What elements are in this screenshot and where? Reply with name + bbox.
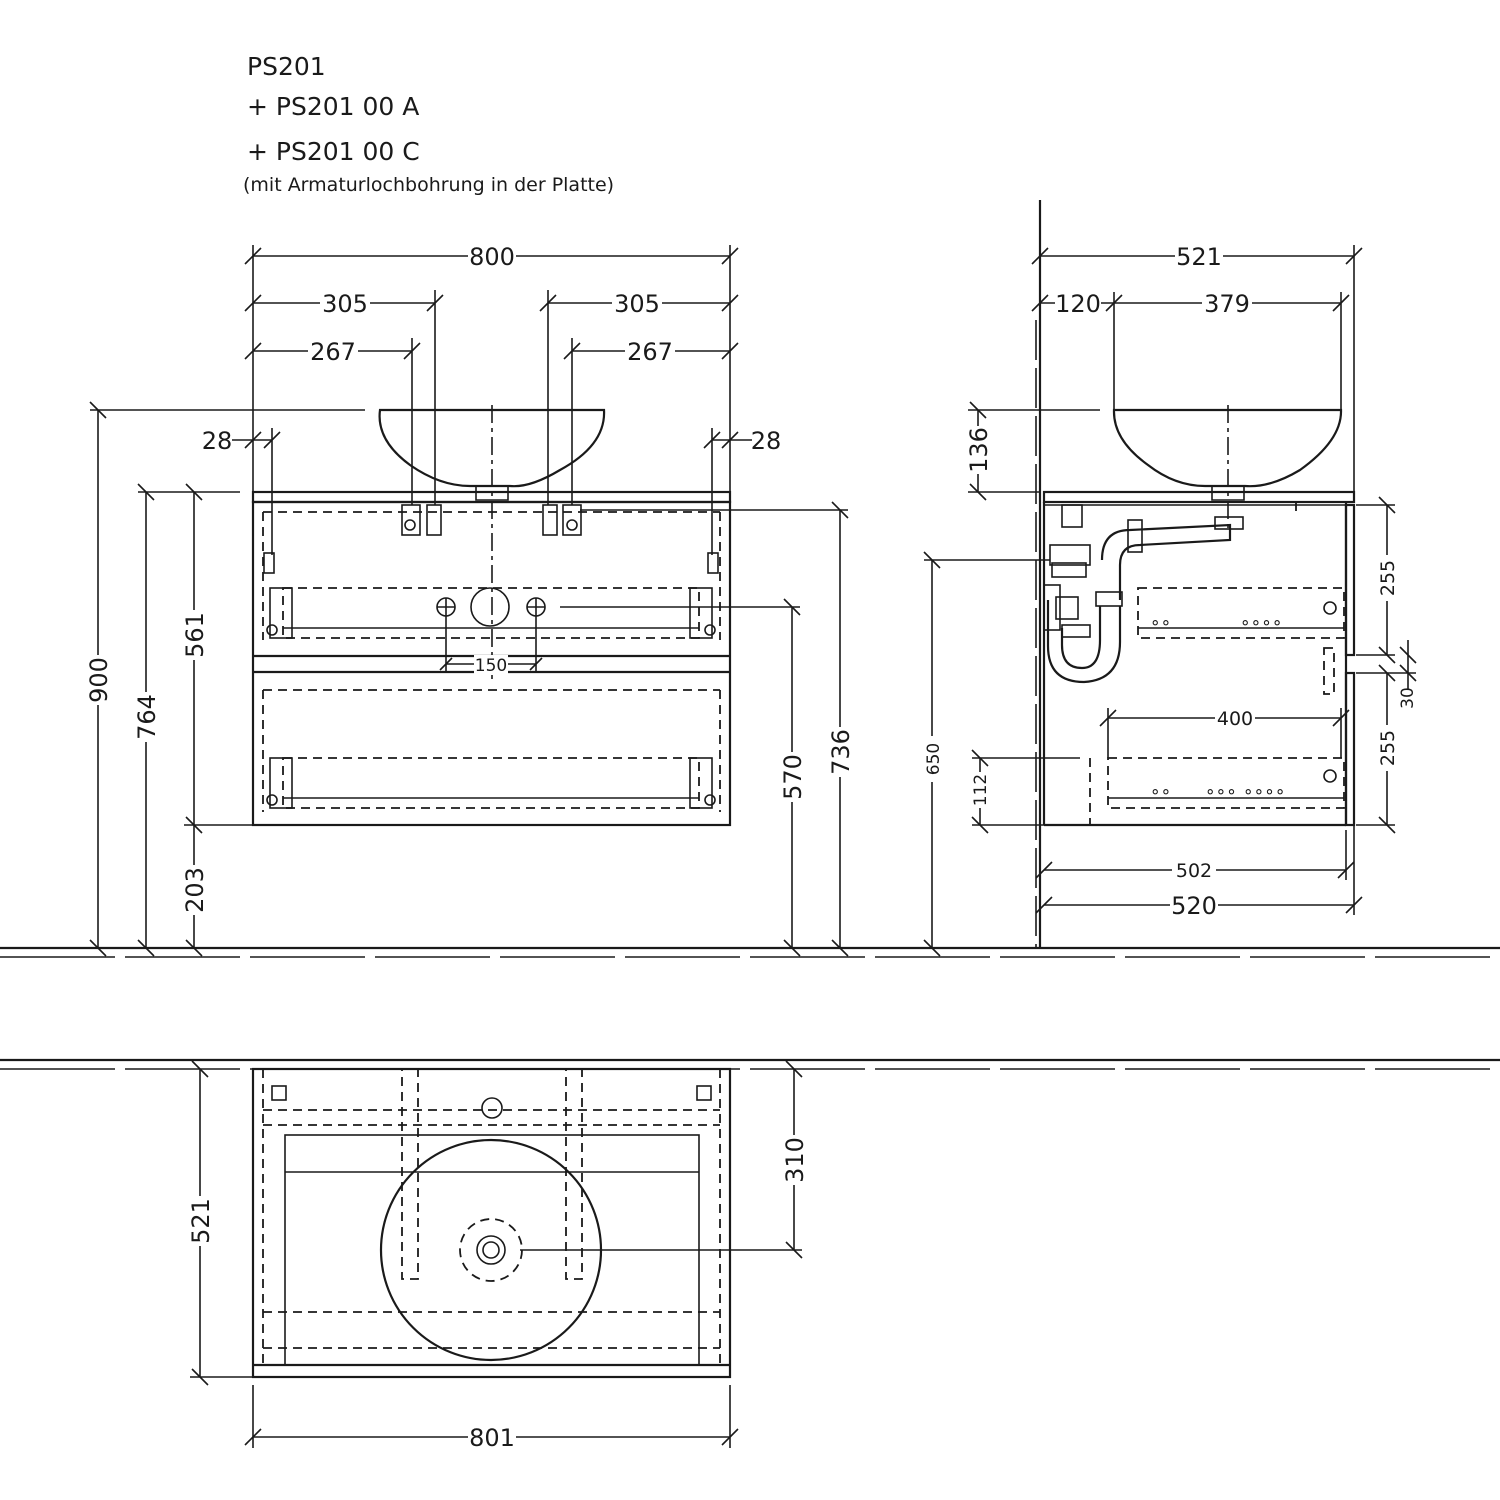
dim-521-side: 521 <box>1176 243 1222 271</box>
side-dimensions: 521 120 379 136 650 112 <box>922 242 1418 957</box>
dim-502: 502 <box>1176 860 1212 882</box>
dim-255-top: 255 <box>1377 560 1399 596</box>
side-drawer-holes-bottom-left: ∘∘ <box>1150 782 1171 802</box>
dim-900: 900 <box>85 657 113 703</box>
title-ps201-00-c: + PS201 00 C <box>247 137 420 166</box>
side-siphon <box>1100 523 1232 600</box>
dim-136: 136 <box>965 427 993 473</box>
top-view <box>251 1067 732 1379</box>
side-basin <box>1112 408 1343 488</box>
front-view <box>251 245 732 827</box>
dim-736: 736 <box>827 729 855 775</box>
dim-305-right: 305 <box>614 290 660 318</box>
dim-203: 203 <box>181 867 209 913</box>
dim-267-left: 267 <box>310 338 356 366</box>
front-cabinet <box>251 500 732 827</box>
dim-570: 570 <box>779 754 807 800</box>
dim-267-right: 267 <box>627 338 673 366</box>
dim-28-right: 28 <box>751 427 782 455</box>
side-view: ∘∘∘∘ ∘∘ ∘∘ ∘∘∘ ∘∘∘∘ <box>1035 200 1356 948</box>
dim-764: 764 <box>133 694 161 740</box>
front-dimensions: 800 305 305 267 267 28 28 <box>84 242 855 957</box>
dim-800: 800 <box>469 243 515 271</box>
front-drain-hole <box>470 587 510 627</box>
title-ps201-00-a: + PS201 00 A <box>247 92 419 121</box>
dim-310: 310 <box>781 1137 809 1183</box>
title-ps201: PS201 <box>247 52 326 81</box>
top-dimensions: 521 310 801 <box>186 1060 809 1452</box>
dim-400: 400 <box>1217 708 1253 730</box>
title-note: (mit Armaturlochbohrung in der Platte) <box>243 174 614 196</box>
front-basin <box>378 408 606 488</box>
dim-520: 520 <box>1171 892 1217 920</box>
wall-line-lower <box>0 1058 1500 1070</box>
side-drawer-holes-top-left: ∘∘ <box>1150 613 1171 633</box>
dim-801: 801 <box>469 1424 515 1452</box>
side-drawer-holes-bottom-right: ∘∘∘∘ <box>1243 782 1286 802</box>
side-countertop <box>1042 490 1356 504</box>
dim-255-bottom: 255 <box>1377 730 1399 766</box>
dim-28-left: 28 <box>202 427 233 455</box>
dim-120: 120 <box>1055 290 1101 318</box>
dim-650: 650 <box>924 743 944 775</box>
dim-521-top: 521 <box>187 1198 215 1244</box>
side-drawer-holes-bottom-mid: ∘∘∘ <box>1205 782 1237 802</box>
dim-305-left: 305 <box>322 290 368 318</box>
side-drawer-holes-top: ∘∘∘∘ <box>1240 613 1283 633</box>
dim-30: 30 <box>1398 687 1418 709</box>
dim-112: 112 <box>971 774 991 806</box>
dim-150: 150 <box>475 656 507 676</box>
dim-561: 561 <box>181 612 209 658</box>
top-cabinet <box>251 1067 732 1379</box>
dim-379: 379 <box>1204 290 1250 318</box>
floor-line-upper <box>0 946 1500 958</box>
title-block: PS201 + PS201 00 A + PS201 00 C (mit Arm… <box>243 52 614 196</box>
